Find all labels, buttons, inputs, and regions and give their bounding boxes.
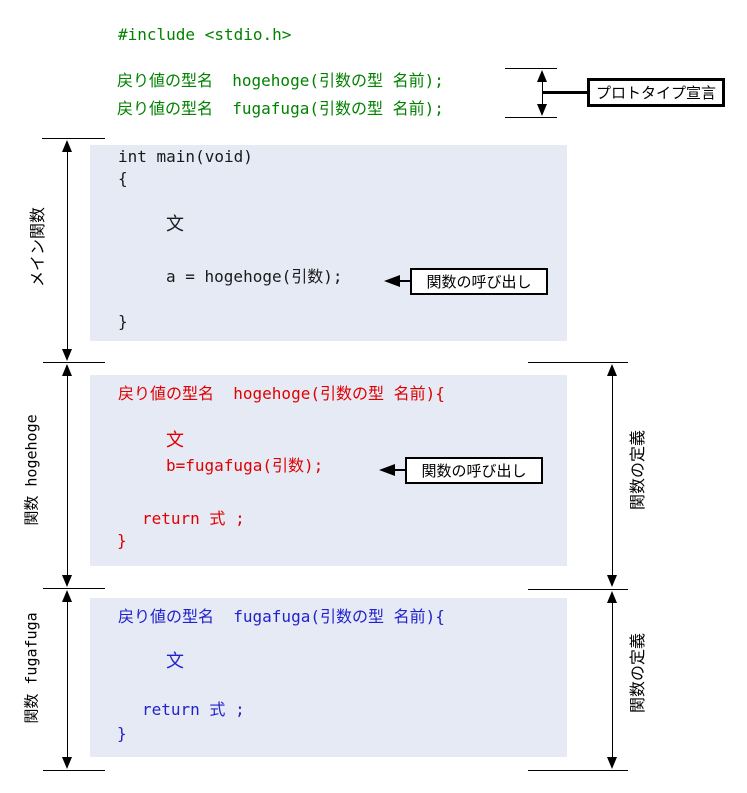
code-line: {: [118, 169, 128, 188]
main-function-side-label: メイン関数: [28, 206, 47, 288]
arrow-shaft: [393, 469, 406, 471]
code-line: 文: [166, 651, 184, 672]
code-line: }: [117, 724, 127, 743]
fugafuga-dimension-arrow: [62, 590, 72, 769]
function-definition-label: 関数の定義: [628, 632, 647, 714]
function-definition-label: 関数の定義: [628, 429, 647, 511]
dimension-tick: [505, 68, 557, 69]
prototype-label-box: プロトタイプ宣言: [587, 78, 725, 107]
code-line: 戻り値の型名 fugafuga(引数の型 名前){: [118, 607, 445, 626]
code-line: 文: [166, 430, 184, 451]
code-line: 戻り値の型名 hogehoge(引数の型 名前){: [118, 384, 445, 403]
hogehoge-dimension-arrow: [62, 364, 72, 587]
function-call-arrow-icon: [384, 275, 411, 287]
arrow-head-icon: [379, 464, 395, 476]
prototype-line-fugafuga: 戻り値の型名 fugafuga(引数の型 名前);: [117, 99, 444, 118]
code-line: }: [118, 312, 128, 331]
function-call-label: 関数の呼び出し: [421, 462, 527, 480]
dimension-tick: [505, 117, 557, 118]
main-dimension-arrow: [62, 140, 72, 361]
function-call-label-box: 関数の呼び出し: [405, 457, 543, 484]
prototype-connector-line: [542, 91, 588, 94]
fugafuga-function-block: 戻り値の型名 fugafuga(引数の型 名前){ 文 return 式 ; }: [90, 598, 567, 757]
include-line: #include <stdio.h>: [118, 25, 292, 44]
hogehoge-side-label: 関数 hogehoge: [22, 414, 41, 526]
main-function-block: int main(void) { 文 a = hogehoge(引数); }: [90, 145, 567, 341]
code-line-function-call: b=fugafuga(引数);: [166, 456, 324, 475]
definition-dimension-arrow: [607, 591, 617, 769]
function-call-label: 関数の呼び出し: [426, 273, 532, 291]
dimension-tick: [528, 362, 628, 363]
code-line: return 式 ;: [142, 509, 245, 528]
dimension-tick: [42, 138, 105, 139]
dimension-tick: [43, 362, 105, 363]
function-call-label-box: 関数の呼び出し: [410, 268, 548, 295]
code-line: }: [117, 531, 127, 550]
function-call-arrow-icon: [379, 464, 406, 476]
definition-dimension-arrow: [607, 364, 617, 587]
dimension-tick: [43, 770, 105, 771]
prototype-line-hogehoge: 戻り値の型名 hogehoge(引数の型 名前);: [117, 71, 444, 90]
code-line: 文: [166, 214, 184, 235]
code-line: int main(void): [118, 147, 253, 166]
dimension-tick: [528, 589, 628, 590]
arrow-head-icon: [384, 275, 400, 287]
fugafuga-side-label: 関数 fugafuga: [22, 612, 41, 724]
code-line-function-call: a = hogehoge(引数);: [166, 267, 343, 286]
dimension-tick: [43, 588, 105, 589]
prototype-label: プロトタイプ宣言: [595, 84, 716, 102]
dimension-tick: [528, 770, 628, 771]
arrow-shaft: [398, 280, 411, 282]
code-line: return 式 ;: [142, 700, 245, 719]
